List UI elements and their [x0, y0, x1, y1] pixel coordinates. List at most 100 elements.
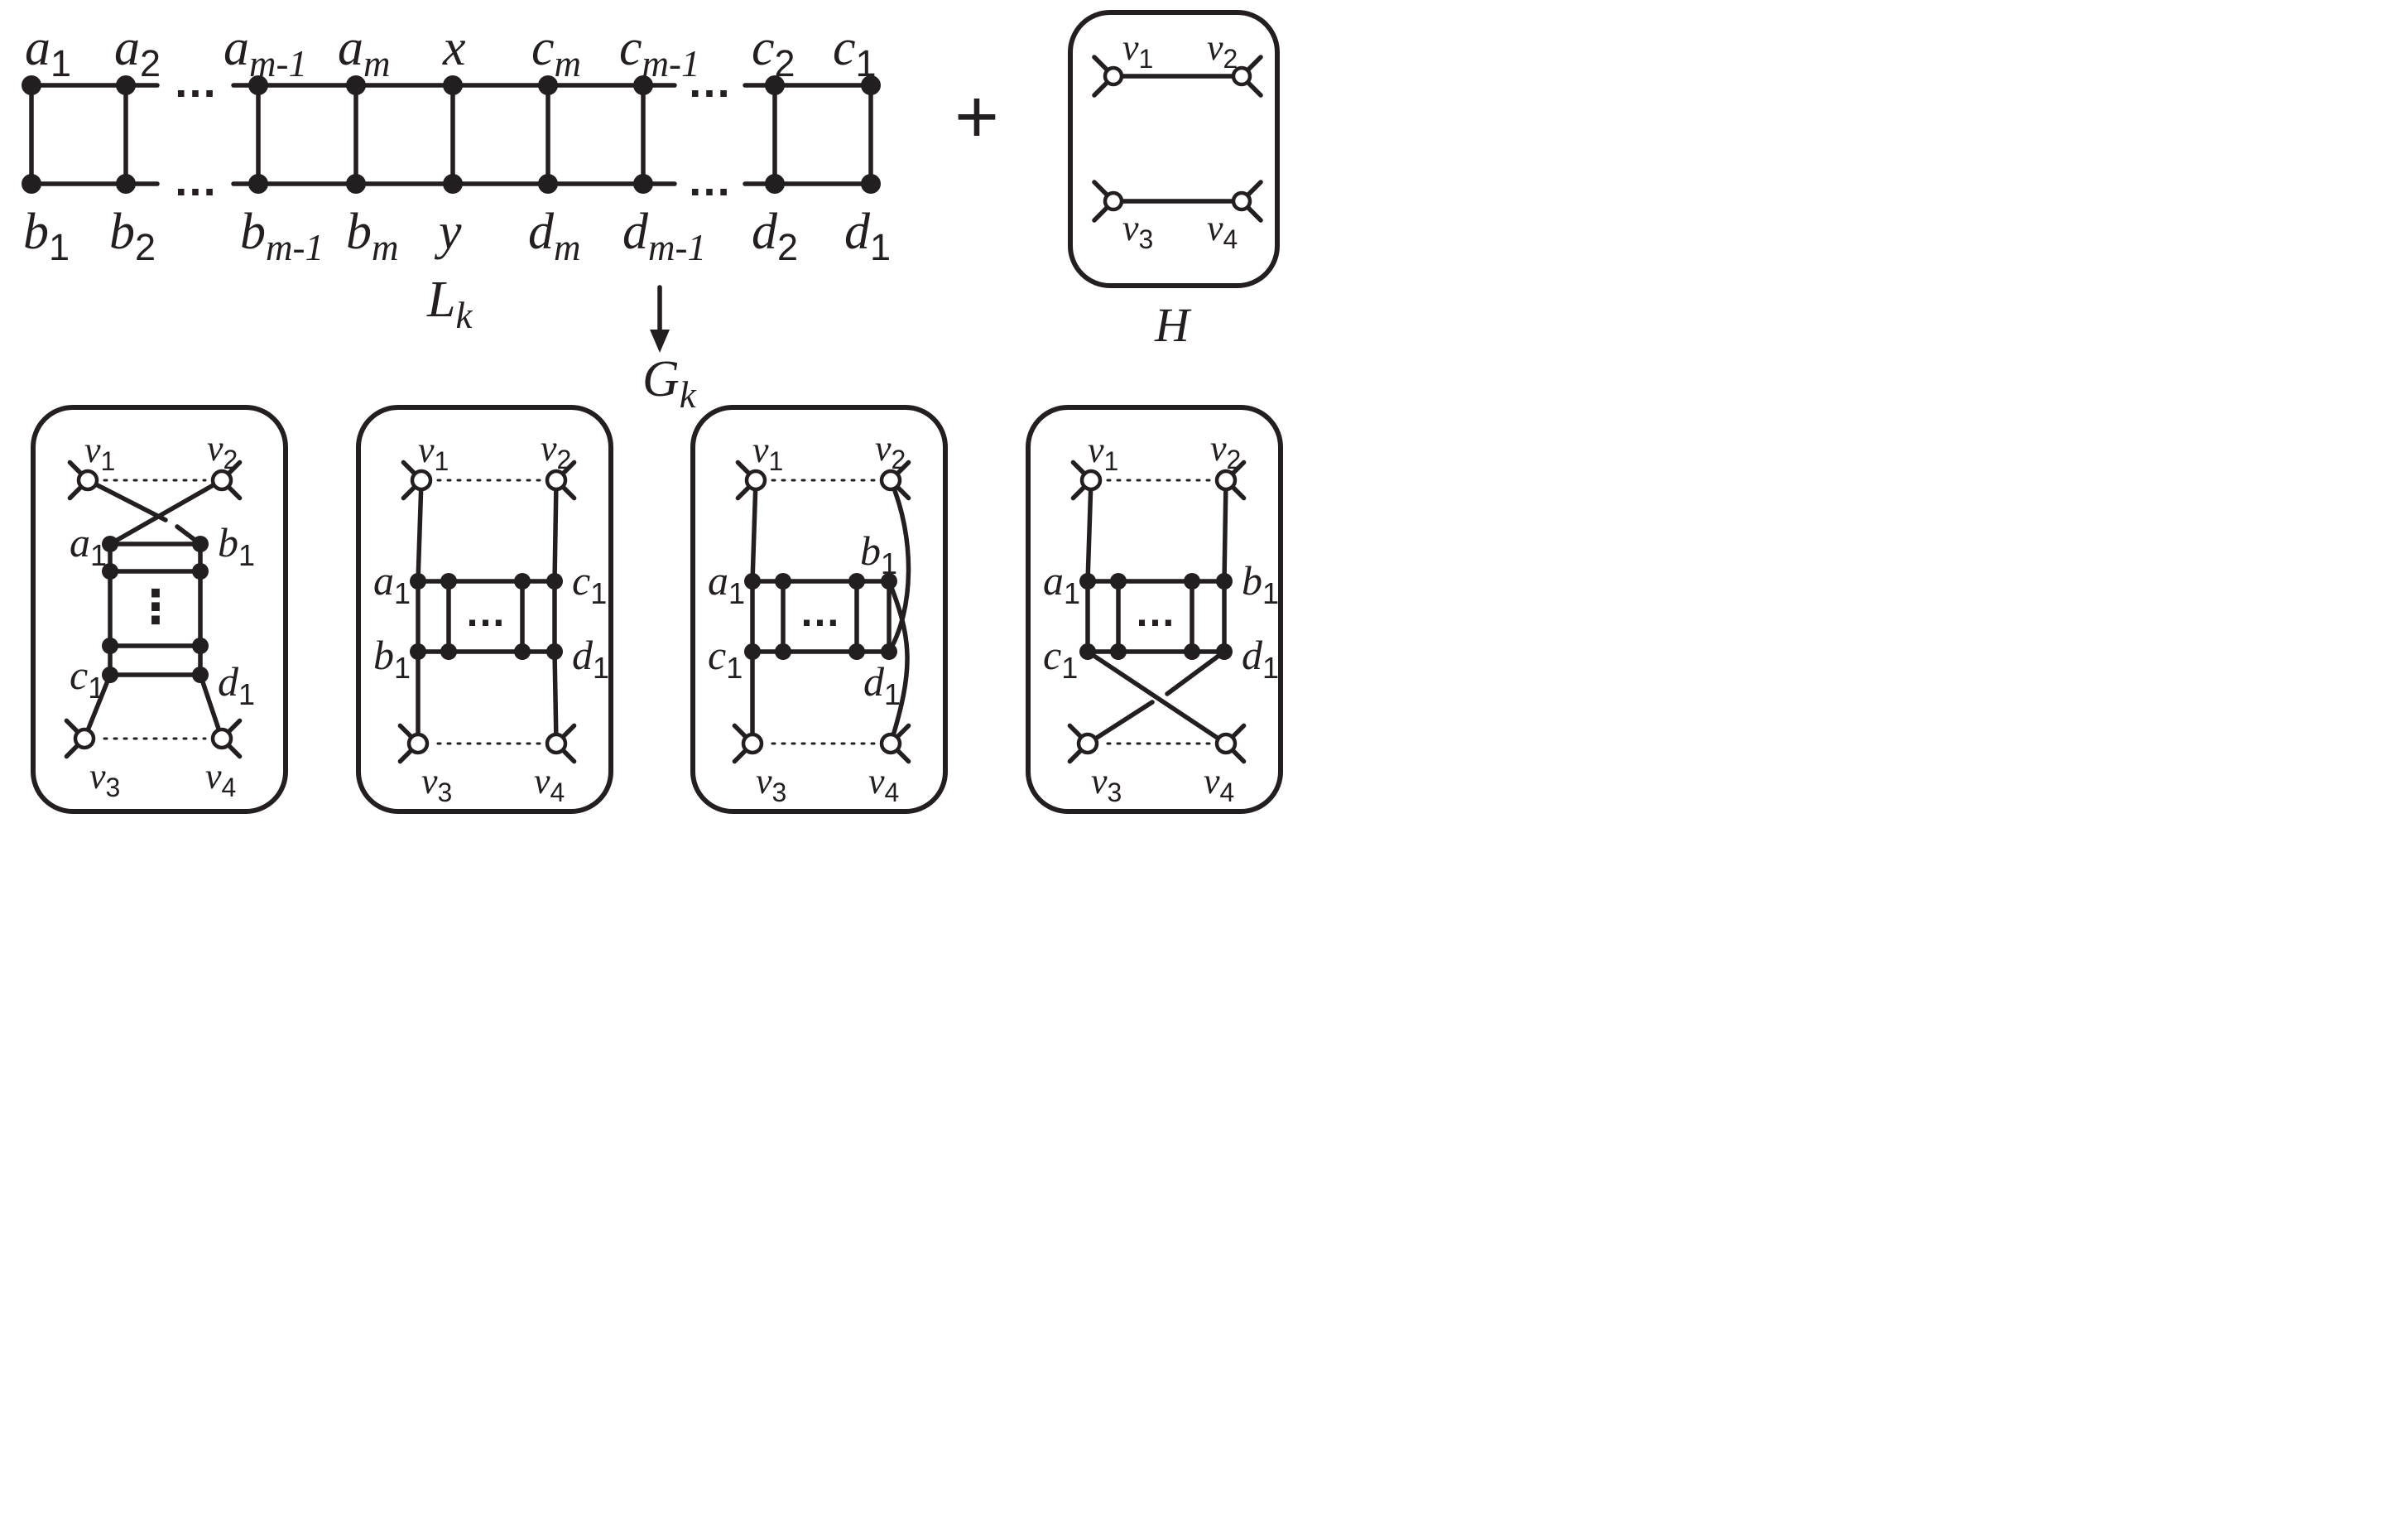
gadget-name: H: [1154, 298, 1192, 352]
ladder-vertex-bottom-3: [346, 174, 366, 194]
panel3-v2-label-sub: 2: [1227, 445, 1242, 474]
panel-2-tl-label: a1: [373, 557, 411, 610]
result-name: Gk: [642, 351, 697, 416]
ladder-vertex: [744, 573, 761, 590]
panel-1-a1-label-base: a: [70, 519, 90, 566]
open-vertex: [1214, 732, 1238, 755]
panel0-v2-label: v2: [207, 428, 238, 474]
ladder-vertex: [848, 573, 865, 590]
panel-1-d1-label-sub: 1: [238, 677, 255, 711]
panel-1-ellipsis: ⋮: [132, 580, 179, 633]
edge-v2-c1: [552, 478, 559, 584]
edge-b1-v4: [887, 580, 910, 744]
panel1-v2-label-base: v: [541, 428, 557, 469]
panel-2-bl-label: b1: [373, 632, 411, 685]
ladder-bottom-label-1-sub: 2: [135, 226, 156, 268]
panel-3-b1-label-sub: 1: [881, 546, 897, 580]
gadget-v1-label-base: v: [1122, 27, 1139, 68]
ladder-top-label-5-sub: m: [555, 43, 582, 84]
panel-4-tr-label-sub: 1: [1262, 576, 1279, 610]
ladder-top-label-2: am-1: [223, 20, 307, 84]
panel-3-d1-label-sub: 1: [884, 677, 901, 711]
panel3-v3-label-base: v: [1091, 761, 1108, 802]
panel1-v2-label: v2: [541, 428, 571, 474]
panel-2-br-label-base: d: [572, 632, 594, 678]
ellipsis-top-right: …: [687, 57, 732, 107]
ladder-vertex-top-0: [22, 75, 41, 95]
panel-3-c1-label-sub: 1: [726, 651, 743, 685]
panel-1-frame: [31, 405, 288, 814]
panel0-v3-label: v3: [89, 756, 120, 802]
panel-3-ellipsis: …: [800, 589, 841, 635]
ladder-vertex-top-3: [346, 75, 366, 95]
open-vertex: [879, 469, 902, 492]
ladder-vertex: [1216, 573, 1233, 590]
panel1-v1-label-base: v: [418, 430, 435, 470]
ladder-bottom-label-8: d1: [844, 204, 891, 268]
ladder-top-label-4: x: [442, 20, 466, 76]
gadget-v3-label-sub: 3: [1139, 224, 1154, 254]
gadget-v3-label-base: v: [1122, 208, 1139, 248]
panel-3-d1-label: d1: [863, 658, 901, 711]
gadget-v2-label-base: v: [1207, 27, 1223, 68]
panel0-v4-label-base: v: [205, 756, 222, 797]
panel1-v1-label: v1: [418, 430, 449, 476]
panel-1-b1-label: b1: [218, 519, 255, 572]
ladder-bottom-label-7-base: d: [752, 204, 778, 260]
ladder-top-label-0: a1: [25, 20, 71, 84]
gadget-v2-label-sub: 2: [1223, 44, 1238, 74]
ladder-vertex: [102, 667, 118, 683]
panel1-v2-label-sub: 2: [557, 445, 572, 474]
ladder-vertex: [102, 563, 118, 580]
ladder-vertex-bottom-0: [22, 174, 41, 194]
edge-d1-v3: [1165, 649, 1227, 696]
ladder-top-label-8-sub: 1: [856, 42, 877, 84]
ladder-vertex-top-1: [116, 75, 136, 95]
panel3-v1-label-base: v: [1088, 430, 1104, 470]
open-vertex: [210, 727, 233, 750]
ladder-vertex-top-8: [861, 75, 881, 95]
ladder-vertex: [192, 563, 209, 580]
panel2-v2-label-sub: 2: [892, 445, 906, 474]
open-vertex: [410, 469, 433, 492]
ladder-vertex-bottom-2: [248, 174, 268, 194]
panel-3-c1-label: c1: [708, 632, 743, 685]
ladder-vertex: [546, 573, 563, 590]
panel1-v4-label-base: v: [534, 761, 550, 802]
panel-4-tr-label: b1: [1242, 557, 1279, 610]
panel-2-ellipsis: …: [465, 589, 507, 635]
edge-v2-d1: [887, 479, 911, 653]
panel2-v1-label-sub: 1: [769, 446, 784, 476]
ladder-bottom-label-3-sub: m: [372, 227, 399, 268]
ladder-bottom-label-4: y: [434, 204, 462, 260]
panel-4-tr-label-base: b: [1242, 557, 1262, 604]
panel-4-bl-label: c1: [1043, 632, 1078, 685]
panel-2-bl-label-sub: 1: [394, 651, 411, 685]
panel0-v1-label-sub: 1: [101, 446, 116, 476]
ladder-vertex-top-6: [633, 75, 653, 95]
panel3-v1-label-sub: 1: [1104, 446, 1119, 476]
ladder-bottom-label-2: bm-1: [240, 204, 324, 268]
ladder-top-label-0-base: a: [25, 20, 50, 76]
panel1-v4-label: v4: [534, 761, 565, 807]
open-vertex: [1079, 469, 1103, 492]
result-name-sub: k: [680, 374, 697, 416]
panel-2-bl-label-base: b: [373, 632, 394, 678]
ladder-bottom-label-0-base: b: [23, 204, 49, 260]
ladder-vertex: [440, 573, 457, 590]
ladder-bottom-label-0: b1: [23, 204, 70, 268]
ladder-vertex-top-4: [443, 75, 463, 95]
panel1-v1-label-sub: 1: [435, 446, 449, 476]
panel0-v3-label-base: v: [89, 756, 106, 797]
edge-v1-a1: [750, 478, 758, 584]
ladder-top-label-4-base: x: [442, 20, 466, 76]
panel-4-frame: [1026, 405, 1283, 814]
ladder-vertex-bottom-1: [116, 174, 136, 194]
ladder-bottom-label-3-base: b: [346, 204, 372, 260]
ladder-vertex: [192, 638, 209, 654]
edge-v4-d1: [552, 649, 559, 746]
ladder-top-label-2-base: a: [223, 20, 249, 76]
open-vertex: [1103, 65, 1124, 87]
